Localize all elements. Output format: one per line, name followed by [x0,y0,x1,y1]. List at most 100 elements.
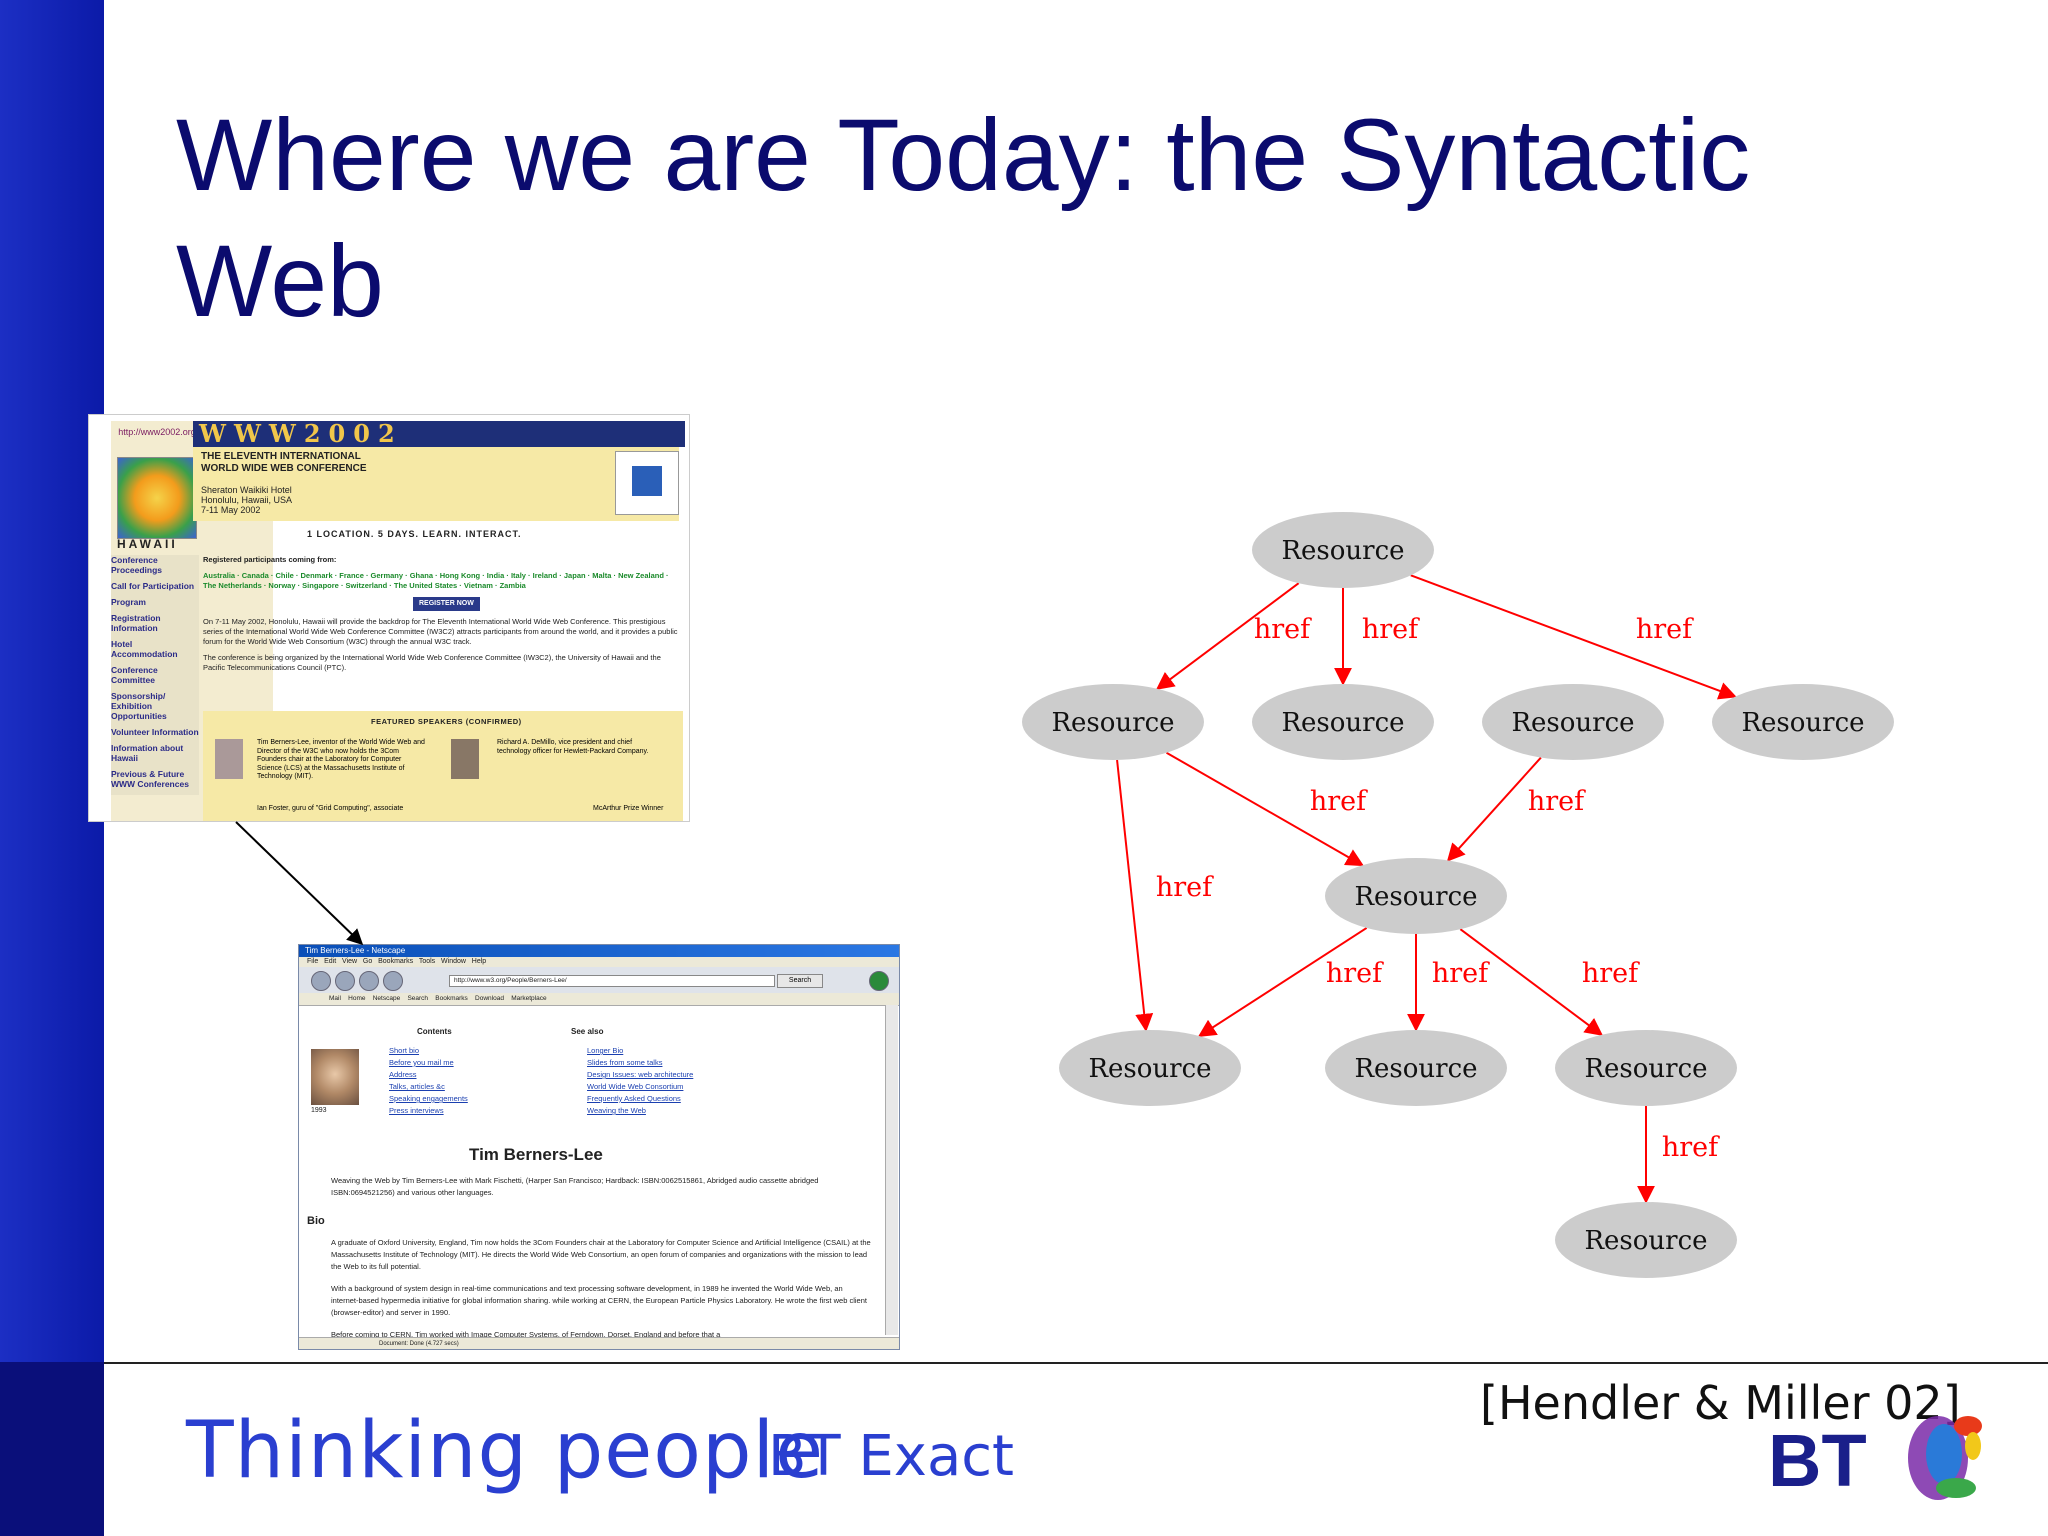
contents-link[interactable]: Before you mail me [389,1058,454,1067]
resource-node-shape [1252,684,1434,760]
href-edge [1166,751,1365,867]
stop-icon[interactable] [383,971,403,991]
menu-item[interactable]: View [342,958,358,965]
bookmarks-toolbar: Mail Home Netscape Search Bookmarks Down… [299,993,899,1006]
netscape-logo-icon [869,971,889,991]
href-edge [1459,928,1604,1036]
www2002-hawaii-label: HAWAII [117,537,178,551]
href-edge-label: href [1156,872,1214,903]
venue-line-2: Honolulu, Hawaii, USA [201,495,293,505]
resource-node-label: Resource [1281,708,1404,738]
organizer-emblem-icon [632,466,662,496]
bookmark-item[interactable]: Download [475,995,504,1002]
speaker-photo [215,739,243,779]
nav-item[interactable]: Call for Participation [111,581,195,591]
www2002-tagline: 1 LOCATION. 5 DAYS. LEARN. INTERACT. [307,529,522,539]
link-arrow [235,821,364,946]
resource-node-label: Resource [1584,1226,1707,1256]
resource-node-label: Resource [1741,708,1864,738]
bookmark-item[interactable]: Mail [329,995,341,1002]
bio-paragraph: With a background of system design in re… [331,1284,867,1317]
reload-icon[interactable] [359,971,379,991]
speaker-description: Tim Berners-Lee, inventor of the World W… [257,739,425,780]
netscape-screenshot: Tim Berners-Lee - Netscape File Edit Vie… [298,944,900,1350]
contents-link[interactable]: Address [389,1070,417,1079]
see-also-links: Longer Bio Slides from some talks Design… [587,1045,693,1117]
nav-item[interactable]: Information about Hawaii [111,743,184,763]
nav-item[interactable]: Conference Proceedings [111,555,163,575]
left-accent-bar [0,0,104,1536]
href-edge-label: href [1582,958,1640,989]
nav-item[interactable]: Conference Committee [111,665,158,685]
register-now-button[interactable]: REGISTER NOW [413,597,480,611]
menu-item[interactable]: Go [362,958,373,965]
resource-node-shape [1555,1202,1737,1278]
see-also-link[interactable]: World Wide Web Consortium [587,1082,684,1091]
resource-node-shape [1059,1030,1241,1106]
www2002-sidebar-nav: Conference Proceedings Call for Particip… [111,555,199,795]
see-also-link[interactable]: Design Issues: web architecture [587,1070,694,1079]
bookmark-item[interactable]: Home [348,995,366,1002]
www2002-url[interactable]: http://www2002.org [118,427,196,437]
resource-node-shape [1712,684,1894,760]
bt-logo-icon: BT [1768,1416,1982,1502]
address-bar[interactable]: http://www.w3.org/People/Berners-Lee/ [449,975,775,987]
resource-node: Resource [1059,1030,1241,1106]
www2002-screenshot: http://www2002.org HAWAII WWW2002 THE EL… [88,414,690,822]
featured-speakers-panel: FEATURED SPEAKERS (CONFIRMED) Tim Berner… [203,711,683,821]
contents-link[interactable]: Talks, articles &c [389,1082,445,1091]
www2002-main-content: Registered participants coming from: Aus… [203,555,679,673]
contents-link[interactable]: Press interviews [389,1106,444,1115]
see-also-link[interactable]: Longer Bio [587,1046,624,1055]
netscape-toolbar: http://www.w3.org/People/Berners-Lee/ Se… [299,967,899,993]
nav-item[interactable]: Volunteer Information [111,727,199,737]
www2002-conference-header: THE ELEVENTH INTERNATIONAL WORLD WIDE WE… [193,447,679,521]
netscape-menubar: File Edit View Go Bookmarks Tools Window… [299,957,899,967]
forward-icon[interactable] [335,971,355,991]
conference-organizer-logo [615,451,679,515]
bio-paragraph: Before coming to CERN, Tim worked with I… [331,1330,721,1339]
nav-item[interactable]: Program [111,597,146,607]
menu-item[interactable]: File [307,958,319,965]
vertical-scrollbar[interactable] [885,1005,898,1335]
contents-link[interactable]: Short bio [389,1046,420,1055]
citation: [Hendler & Miller 02] [1480,1376,1961,1430]
resource-node: Resource [1022,684,1204,760]
speaker-description: Ian Foster, guru of "Grid Computing", as… [257,805,404,812]
contents-link[interactable]: Speaking engagements [389,1094,468,1103]
nav-item[interactable]: Hotel Accommodation [111,639,178,659]
nav-item[interactable]: Registration Information [111,613,161,633]
see-also-link[interactable]: Frequently Asked Questions [587,1094,681,1103]
menu-item[interactable]: Window [441,958,466,965]
resource-node-label: Resource [1511,708,1634,738]
bookmark-item[interactable]: Search [407,995,429,1002]
venue-line-1: Sheraton Waikiki Hotel [201,485,292,495]
search-button[interactable]: Search [777,974,823,988]
menu-item[interactable]: Help [471,958,487,965]
href-edge [1116,759,1154,1032]
menu-item[interactable]: Tools [418,958,436,965]
bookmark-item[interactable]: Marketplace [511,995,547,1002]
slide-title: Where we are Today: the Syntactic Web [176,98,1751,338]
nav-item[interactable]: Sponsorship/ Exhibition Opportunities [111,691,167,721]
see-also-heading: See also [571,1027,604,1036]
href-edge-label: href [1528,786,1586,817]
tim-berners-lee-photo [311,1049,359,1105]
resource-node-label: Resource [1584,1054,1707,1084]
resource-node-label: Resource [1281,536,1404,566]
href-edge-label: href [1662,1132,1720,1163]
resource-node-shape [1325,1030,1507,1106]
see-also-link[interactable]: Slides from some talks [587,1058,663,1067]
nav-item[interactable]: Previous & Future WWW Conferences [111,769,189,789]
bookmark-item[interactable]: Netscape [372,995,401,1002]
footer-brand: Thinking people [186,1406,825,1496]
menu-item[interactable]: Bookmarks [378,958,414,965]
netscape-titlebar: Tim Berners-Lee - Netscape [299,945,899,957]
back-icon[interactable] [311,971,331,991]
footer-rule [104,1362,2048,1364]
bookmark-item[interactable]: Bookmarks [435,995,468,1002]
menu-item[interactable]: Edit [324,958,337,965]
left-accent-bar-footer [0,1362,104,1536]
see-also-link[interactable]: Weaving the Web [587,1106,646,1115]
